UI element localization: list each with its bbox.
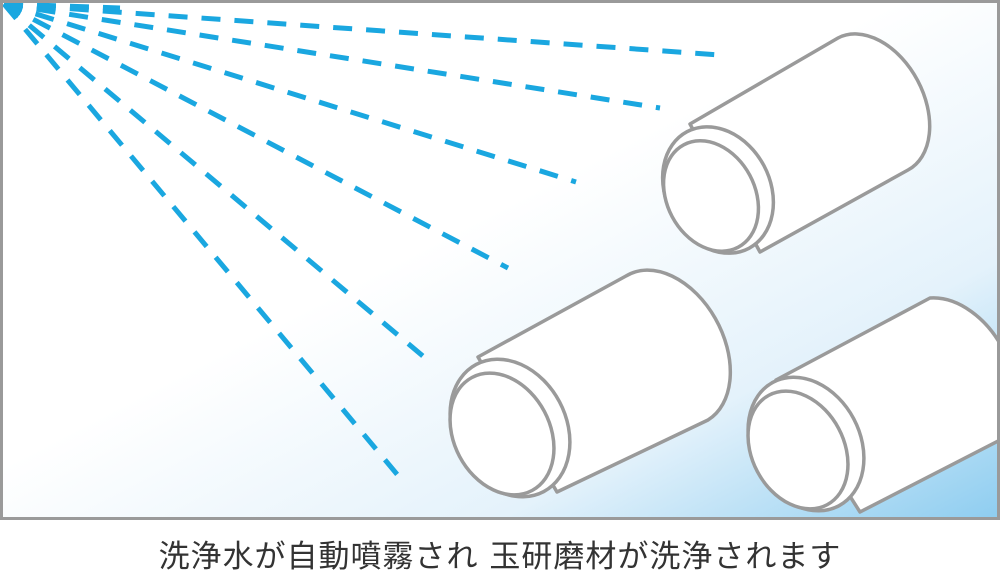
spray-line (3, 1, 577, 185)
abrasive-cylinder (660, 32, 932, 255)
spray-lines (2, 1, 721, 487)
spray-line (3, 1, 721, 58)
spray-line (2, 1, 510, 271)
spray-line (3, 1, 661, 111)
spray-line (2, 2, 408, 487)
frame-border (0, 0, 1000, 520)
spray-line (2, 2, 432, 364)
abrasive-cylinder (448, 268, 733, 499)
abrasive-cylinder (746, 296, 1000, 514)
caption: 洗浄水が自動噴霧され 玉研磨材が洗浄されます (158, 539, 842, 575)
spray-line (3, 1, 41, 11)
diagram-panel (0, 0, 1000, 520)
